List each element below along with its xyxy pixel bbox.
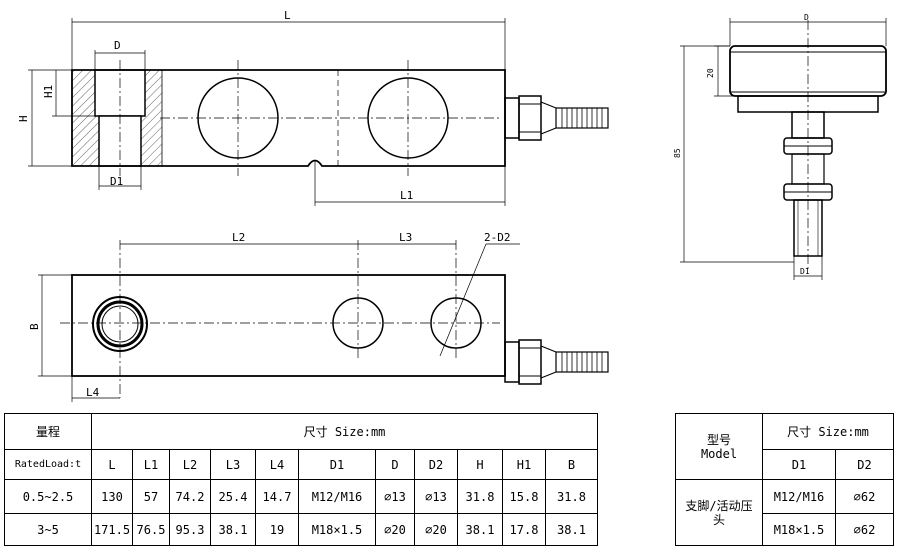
accessory-table: 型号 Model 尺寸 Size:mm D1 D2 支脚/活动压头 M12/M1…	[675, 413, 894, 546]
dim-L4-label: L4	[86, 386, 100, 399]
value-cell: 76.5	[132, 513, 170, 546]
value-cell: 25.4	[210, 479, 256, 514]
dim-B-label: B	[28, 323, 41, 330]
dim-L3-label: L3	[399, 231, 412, 244]
col-header: H1	[502, 449, 546, 480]
top-view	[38, 240, 609, 402]
value-cell: 74.2	[169, 479, 211, 514]
foot-side-view	[680, 18, 887, 280]
col-header: D1	[298, 449, 376, 480]
col-header: D1	[762, 449, 836, 480]
value-cell: ⌀62	[835, 479, 894, 514]
range-header: 量程	[4, 413, 92, 450]
value-cell: 95.3	[169, 513, 211, 546]
load-cell-drawing: L D H H1 D1 L1 L2 L3 2-D2 B L4 D 20 85 D…	[17, 9, 887, 402]
value-cell: 38.1	[210, 513, 256, 546]
col-header: D	[375, 449, 415, 480]
value-cell: M18×1.5	[298, 513, 376, 546]
value-cell: ⌀20	[375, 513, 415, 546]
col-header: L	[91, 449, 133, 480]
value-cell: M18×1.5	[762, 513, 836, 546]
side-85-label: 85	[673, 148, 682, 158]
value-cell: 15.8	[502, 479, 546, 514]
table-row: 支脚/活动压头 M12/M16 ⌀62	[675, 479, 894, 546]
value-cell: 31.8	[457, 479, 503, 514]
load-cell: 3~5	[4, 513, 92, 546]
value-cell: ⌀20	[414, 513, 458, 546]
table-row: M18×1.5 ⌀62	[676, 513, 894, 546]
dim-L2-label: L2	[232, 231, 245, 244]
table-row: 0.5~2.5 130 57 74.2 25.4 14.7 M12/M16 ⌀1…	[4, 479, 598, 514]
value-cell: 19	[255, 513, 299, 546]
col-header: H	[457, 449, 503, 480]
dim-H-label: H	[17, 115, 30, 122]
value-cell: 171.5	[91, 513, 133, 546]
dim-L1-label: L1	[400, 189, 413, 202]
size-header: 尺寸 Size:mm	[91, 413, 598, 450]
value-cell: 38.1	[457, 513, 503, 546]
value-cell: 31.8	[545, 479, 598, 514]
model-header: 型号 Model	[675, 413, 763, 480]
load-cell: 0.5~2.5	[4, 479, 92, 514]
value-cell: M12/M16	[298, 479, 376, 514]
value-cell: M12/M16	[762, 479, 836, 514]
front-view	[28, 18, 609, 206]
item-name: 支脚/活动压头	[675, 479, 763, 546]
dim-D1-label: D1	[110, 175, 123, 188]
value-cell: 130	[91, 479, 133, 514]
dim-D-label: D	[114, 39, 121, 52]
col-header: D2	[835, 449, 894, 480]
acc-size-header: 尺寸 Size:mm	[762, 413, 894, 450]
table-row: 3~5 171.5 76.5 95.3 38.1 19 M18×1.5 ⌀20 …	[4, 513, 598, 546]
col-header: L2	[169, 449, 211, 480]
col-header: L1	[132, 449, 170, 480]
value-cell: 57	[132, 479, 170, 514]
col-header: D2	[414, 449, 458, 480]
dim-H1-label: H1	[42, 85, 55, 98]
value-cell: 38.1	[545, 513, 598, 546]
spec-table: 量程 尺寸 Size:mm RatedLoad:t L L1 L2 L3 L4 …	[4, 413, 598, 546]
col-header: L4	[255, 449, 299, 480]
col-header: B	[545, 449, 598, 480]
rated-load-label: RatedLoad:t	[4, 449, 92, 480]
hole-D2-note: 2-D2	[484, 231, 511, 244]
value-cell: 17.8	[502, 513, 546, 546]
dim-L-label: L	[284, 9, 291, 22]
value-cell: ⌀13	[414, 479, 458, 514]
side-D1-label: D1	[800, 267, 810, 276]
model-header-cn: 型号	[706, 432, 731, 447]
side-D-label: D	[804, 13, 809, 22]
value-cell: 14.7	[255, 479, 299, 514]
value-cell: ⌀62	[835, 513, 894, 546]
col-header: L3	[210, 449, 256, 480]
model-header-en: Model	[700, 446, 738, 461]
value-cell: ⌀13	[375, 479, 415, 514]
side-20-label: 20	[706, 68, 715, 78]
